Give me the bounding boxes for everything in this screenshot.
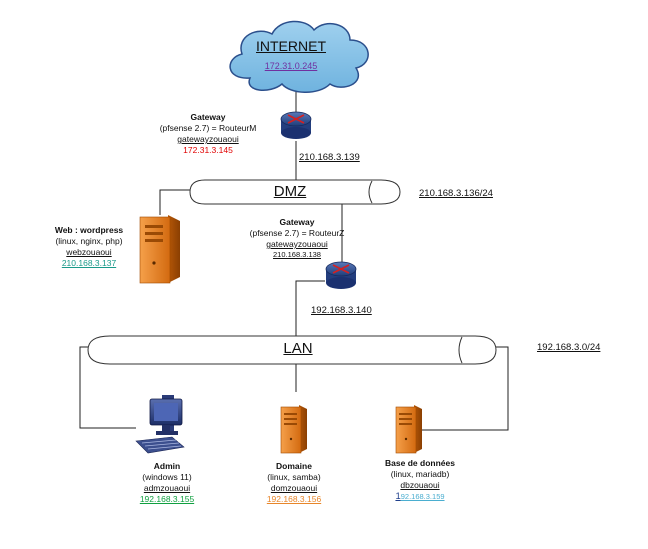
router-m-wan-ip: 210.168.3.139: [299, 152, 360, 163]
db-os: (linux, mariadb): [390, 469, 450, 480]
links: [79, 80, 509, 431]
domaine-title: Domaine: [276, 461, 312, 471]
router-z-hostname: gatewayzouaoui: [266, 239, 328, 250]
domaine-hostname: domzouaoui: [270, 483, 318, 494]
internet-title: INTERNET: [256, 38, 326, 54]
admin-ip: 192.168.3.155: [139, 494, 195, 505]
db-title: Base de données: [385, 458, 455, 468]
dmz-subnet: 210.168.3.136/24: [419, 188, 493, 199]
lan-label: LAN: [283, 340, 313, 357]
router-z-ip: 210.168.3.138: [273, 250, 321, 260]
admin-info: Admin (windows 11) admzouaoui 192.168.3.…: [140, 461, 194, 505]
db-server-icon: [395, 405, 422, 454]
router-m-title: Gateway: [190, 112, 226, 122]
db-ip-prefix: 1: [395, 491, 401, 503]
router-m-ip: 172.31.3.145: [183, 145, 233, 156]
dmz-bus-shape: [189, 179, 401, 205]
router-m-icon: [280, 111, 312, 139]
lan-subnet: 192.168.3.0/24: [537, 342, 601, 353]
router-z-title: Gateway: [279, 217, 315, 227]
web-title: Web : wordpress: [54, 225, 124, 235]
db-ip-rest: 92.168.3.159: [400, 492, 445, 502]
router-z-icon: [325, 261, 357, 289]
web-info: Web : wordpress (linux, nginx, php) webz…: [55, 225, 123, 269]
domaine-os: (linux, samba): [267, 472, 321, 483]
router-m-os: (pfsense 2.7) = RouteurM: [159, 123, 257, 134]
internet-cloud: [229, 20, 369, 93]
domaine-ip: 192.168.3.156: [266, 494, 322, 505]
dmz-label: DMZ: [273, 183, 307, 200]
router-z-lan-ip: 192.168.3.140: [311, 305, 372, 316]
router-z-os: (pfsense 2.7) = RouteurZ: [249, 228, 345, 239]
db-ip: 192.168.3.159: [385, 491, 455, 503]
web-server-icon: [139, 215, 180, 284]
admin-title: Admin: [153, 461, 181, 471]
web-hostname: webzouaoui: [66, 247, 112, 258]
db-hostname: dbzouaoui: [400, 480, 440, 491]
web-os: (linux, nginx, php): [55, 236, 123, 247]
admin-pc-icon: [135, 395, 185, 454]
admin-hostname: admzouaoui: [143, 483, 191, 494]
router-m-hostname: gatewayzouaoui: [177, 134, 239, 145]
lan-bus-shape: [87, 335, 497, 365]
router-m-info: Gateway (pfsense 2.7) = RouteurM gateway…: [160, 112, 257, 156]
router-z-info: Gateway (pfsense 2.7) = RouteurZ gateway…: [250, 217, 345, 260]
domaine-info: Domaine (linux, samba) domzouaoui 192.16…: [267, 461, 321, 505]
web-ip: 210.168.3.137: [61, 258, 117, 269]
domaine-server-icon: [280, 405, 307, 454]
internet-ip: 172.31.0.245: [264, 61, 318, 71]
db-info: Base de données (linux, mariadb) dbzouao…: [385, 458, 455, 503]
admin-os: (windows 11): [142, 472, 192, 483]
